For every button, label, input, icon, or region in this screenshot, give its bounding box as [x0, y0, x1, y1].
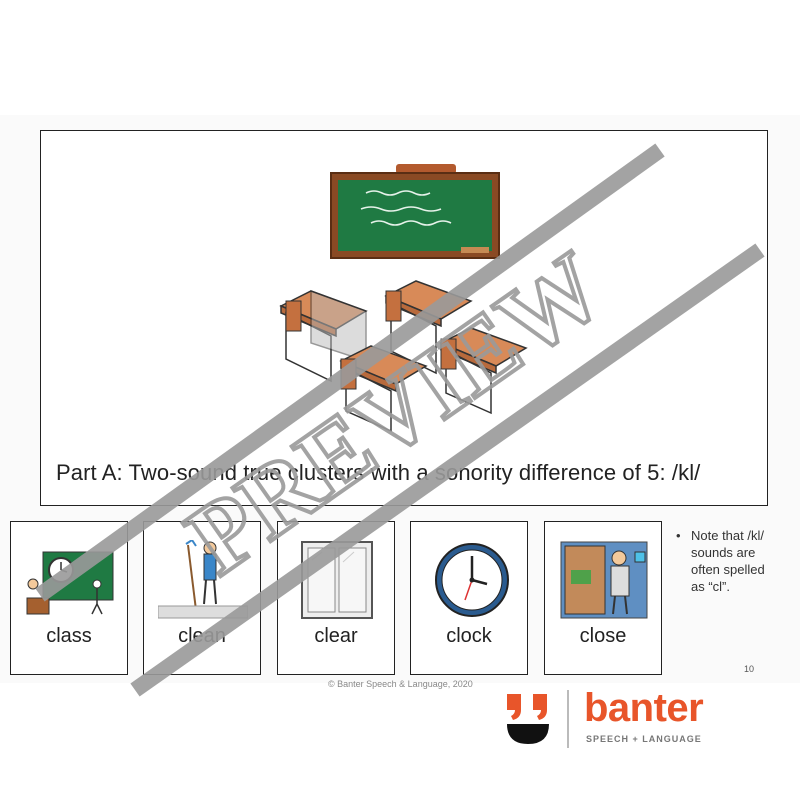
- page-number: 10: [744, 664, 755, 674]
- classroom-illustration: [279, 164, 528, 433]
- chair-icon: [285, 300, 302, 332]
- word-card-class[interactable]: class: [10, 521, 128, 675]
- card-word: clean: [178, 625, 226, 647]
- part-title: Part A: Two-sound true clusters with a s…: [56, 460, 701, 485]
- card-word: class: [46, 625, 92, 647]
- clock-icon: [435, 543, 509, 617]
- brand-divider: [567, 690, 569, 748]
- classroom-teacher-icon: [26, 551, 114, 615]
- card-word: clock: [446, 625, 492, 647]
- brand-name: banter: [584, 686, 704, 730]
- chair-icon: [340, 358, 357, 390]
- word-card-clock[interactable]: clock: [410, 521, 528, 675]
- mopping-person-icon: [158, 540, 248, 619]
- bullet-icon: •: [676, 528, 681, 543]
- word-card-close[interactable]: close: [544, 521, 662, 675]
- glass-door-icon: [301, 541, 373, 619]
- brand-tagline: SPEECH + LANGUAGE: [586, 734, 702, 744]
- chair-icon: [385, 290, 402, 322]
- chair-icon: [440, 338, 457, 370]
- word-card-clean[interactable]: clean: [143, 521, 261, 675]
- closing-door-man-icon: [560, 541, 648, 619]
- banter-logo-icon: [507, 694, 549, 744]
- word-card-clear[interactable]: clear: [277, 521, 395, 675]
- main-scene-panel: [40, 130, 768, 506]
- note-body: Note that /kl/ sounds are often spelled …: [691, 528, 765, 594]
- card-word: clear: [314, 625, 358, 647]
- card-word: close: [579, 625, 627, 647]
- copyright: © Banter Speech & Language, 2020: [328, 679, 473, 689]
